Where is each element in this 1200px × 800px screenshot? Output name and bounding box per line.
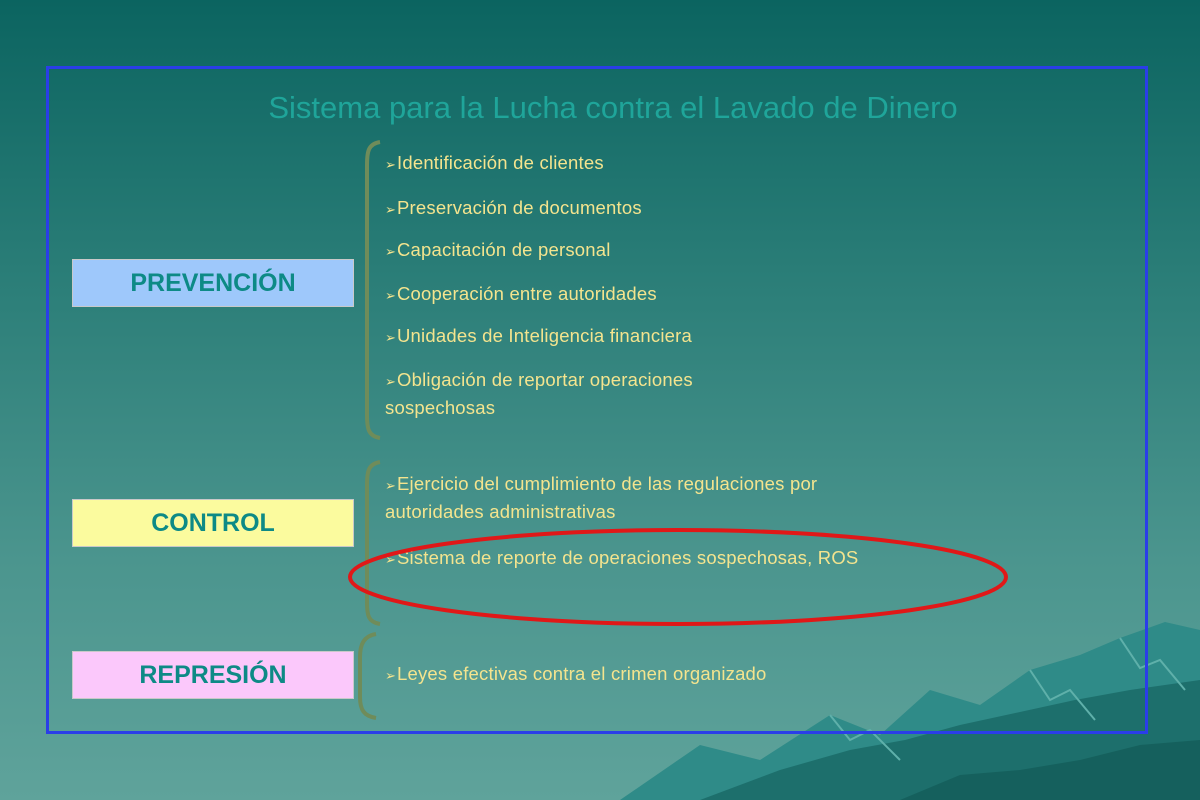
list-item: ➢Preservación de documentos bbox=[385, 195, 642, 223]
list-item: ➢Unidades de Inteligencia financiera bbox=[385, 323, 692, 351]
category-control: CONTROL bbox=[72, 499, 354, 547]
category-prevencion: PREVENCIÓN bbox=[72, 259, 354, 307]
list-item: ➢Identificación de clientes bbox=[385, 150, 604, 178]
page-title: Sistema para la Lucha contra el Lavado d… bbox=[268, 90, 958, 125]
arrow-bullet-icon: ➢ bbox=[385, 244, 397, 259]
arrow-bullet-icon: ➢ bbox=[385, 374, 397, 389]
arrow-bullet-icon: ➢ bbox=[385, 157, 397, 172]
list-item: ➢Capacitación de personal bbox=[385, 237, 611, 265]
list-item: ➢Leyes efectivas contra el crimen organi… bbox=[385, 661, 767, 689]
list-item: ➢Cooperación entre autoridades bbox=[385, 281, 657, 309]
arrow-bullet-icon: ➢ bbox=[385, 668, 397, 683]
diagram-frame bbox=[46, 66, 1148, 734]
list-item: ➢Ejercicio del cumplimiento de las regul… bbox=[385, 473, 818, 522]
arrow-bullet-icon: ➢ bbox=[385, 202, 397, 217]
arrow-bullet-icon: ➢ bbox=[385, 288, 397, 303]
arrow-bullet-icon: ➢ bbox=[385, 478, 397, 493]
category-represion: REPRESIÓN bbox=[72, 651, 354, 699]
arrow-bullet-icon: ➢ bbox=[385, 330, 397, 345]
list-item: ➢Sistema de reporte de operaciones sospe… bbox=[385, 545, 858, 573]
list-item: ➢Obligación de reportar operaciones sosp… bbox=[385, 369, 693, 418]
arrow-bullet-icon: ➢ bbox=[385, 552, 397, 567]
